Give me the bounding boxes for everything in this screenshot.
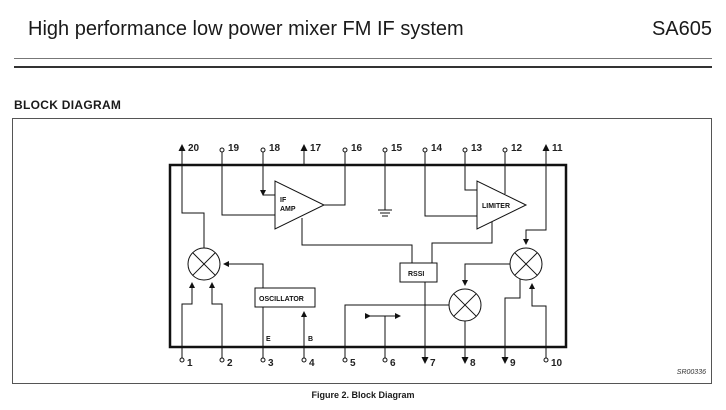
pin-13-label: 13 [471, 143, 483, 154]
pin-19-label: 19 [228, 143, 240, 154]
bottom-pin-arrows [421, 357, 509, 364]
pin-15-label: 15 [391, 143, 403, 154]
if-amp-block: IF AMP [274, 180, 326, 230]
pin-20-label: 20 [188, 143, 200, 154]
pin-18-label: 18 [269, 143, 281, 154]
mixer-center [448, 288, 482, 322]
limiter-label: LIMITER [482, 203, 510, 210]
if-amp-label-if: IF [280, 197, 287, 204]
limiter-block: LIMITER [476, 180, 528, 230]
top-pin-labels: 20 19 18 17 16 15 14 13 12 11 [188, 143, 563, 154]
oscillator-block: OSCILLATOR E B [254, 287, 316, 343]
osc-emitter-label: E [266, 336, 271, 343]
pin-6-label: 6 [390, 358, 396, 369]
top-pin-stubs [181, 147, 547, 165]
drawing-code: SR00336 [676, 369, 706, 376]
bottom-pin-stubs [179, 347, 549, 363]
header-rule-thick [14, 66, 712, 68]
bottom-pin-labels: 1 2 3 4 5 6 7 8 9 10 [187, 358, 563, 369]
section-title: BLOCK DIAGRAM [14, 98, 122, 112]
pin-3-label: 3 [268, 358, 274, 369]
mixer-left [187, 247, 221, 281]
figure-caption: Figure 2. Block Diagram [311, 390, 415, 400]
rssi-block: RSSI [399, 262, 438, 283]
ic-body [168, 163, 568, 349]
pin-14-label: 14 [431, 143, 443, 154]
if-amp-label-amp: AMP [280, 206, 296, 213]
oscillator-label: OSCILLATOR [259, 296, 304, 303]
pin-9-label: 9 [510, 358, 516, 369]
mixer-right [509, 247, 543, 281]
top-pin-arrows [178, 144, 550, 151]
rssi-label: RSSI [408, 271, 424, 278]
pin-12-label: 12 [511, 143, 523, 154]
document-title: High performance low power mixer FM IF s… [28, 18, 464, 40]
pin-4-label: 4 [309, 358, 315, 369]
block-diagram: 20 19 18 17 16 15 14 13 12 11 1 2 3 4 5 … [168, 143, 568, 369]
pin-8-label: 8 [470, 358, 476, 369]
pin-16-label: 16 [351, 143, 363, 154]
signal-wires [181, 165, 547, 347]
pin-2-label: 2 [227, 358, 233, 369]
pin-7-label: 7 [430, 358, 436, 369]
osc-base-label: B [308, 336, 313, 343]
pin-11-label: 11 [552, 143, 563, 154]
pin-17-label: 17 [310, 143, 322, 154]
pin-1-label: 1 [187, 358, 193, 369]
diagram-frame [12, 118, 712, 384]
header-rule [14, 58, 712, 59]
ground-icon [378, 165, 392, 217]
pin-5-label: 5 [350, 358, 356, 369]
part-number: SA605 [651, 18, 712, 40]
pin-10-label: 10 [551, 358, 563, 369]
